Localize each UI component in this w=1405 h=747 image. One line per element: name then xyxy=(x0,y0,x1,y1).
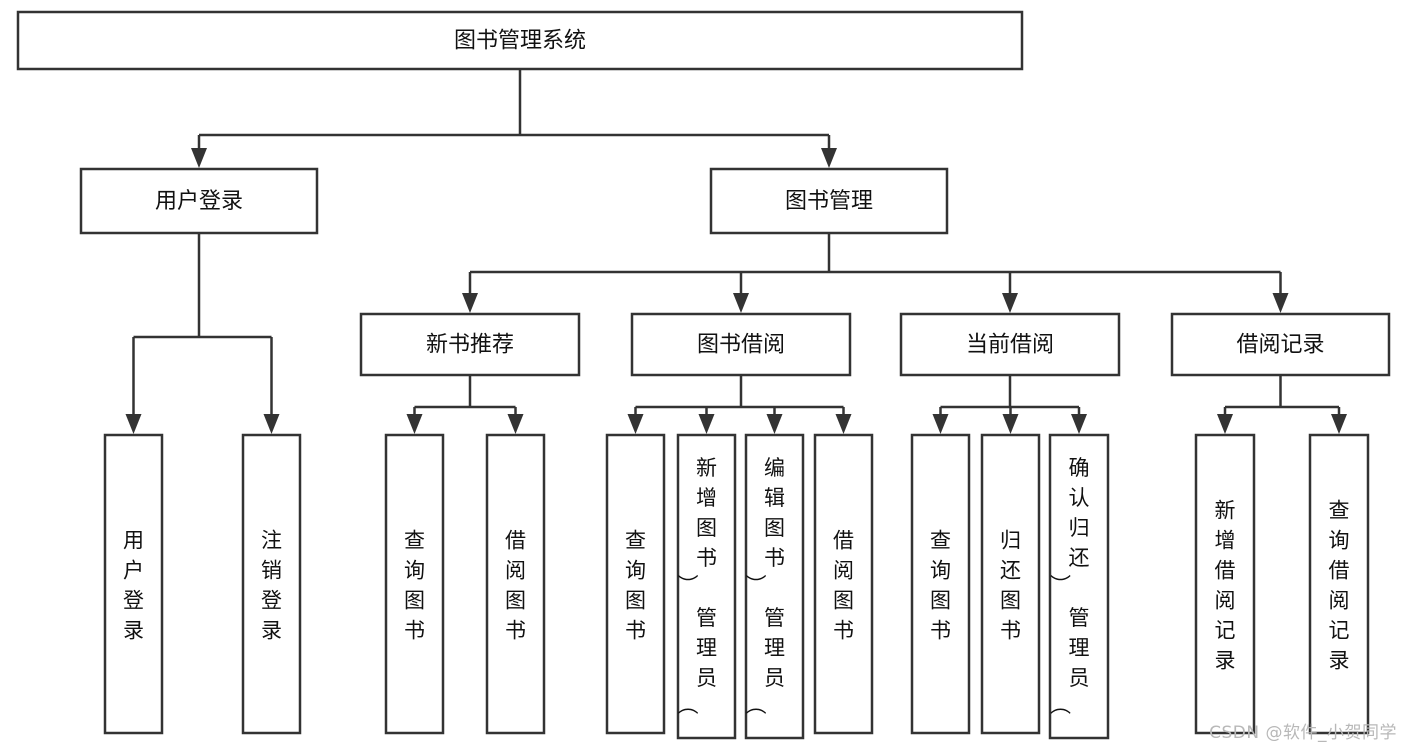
node-box xyxy=(910,433,971,735)
arrowhead-icon xyxy=(1071,414,1087,434)
node-label: 查询借阅记录 xyxy=(1329,498,1350,672)
node-box xyxy=(1170,312,1391,377)
arrowhead-icon xyxy=(1331,414,1347,434)
connector-group-book-manage xyxy=(462,233,1289,313)
connector-group-current-borrow xyxy=(932,375,1087,434)
node-box xyxy=(1048,433,1110,740)
node-leaf-logout[interactable]: 注销登录 xyxy=(241,433,302,735)
node-leaf-query-book-2[interactable]: 查询图书 xyxy=(605,433,666,735)
node-label: 借阅图书 xyxy=(833,528,854,642)
node-book-manage[interactable]: 图书管理 xyxy=(709,167,949,235)
node-leaf-return-book[interactable]: 归还图书 xyxy=(980,433,1041,735)
node-box xyxy=(813,433,874,735)
node-root[interactable]: 图书管理系统 xyxy=(16,10,1024,71)
node-label: 查询图书 xyxy=(625,528,646,642)
node-layer: 图书管理系统用户登录图书管理新书推荐图书借阅当前借阅借阅记录用户登录注销登录查询… xyxy=(16,10,1391,740)
node-label: 查询图书 xyxy=(930,528,951,642)
node-user-login[interactable]: 用户登录 xyxy=(79,167,319,235)
node-leaf-borrow-book-2[interactable]: 借阅图书 xyxy=(813,433,874,735)
node-label: 图书借阅 xyxy=(697,333,785,358)
connector-group-book-borrow xyxy=(627,375,852,434)
arrowhead-icon xyxy=(627,414,644,434)
node-box xyxy=(241,433,302,735)
arrowhead-icon xyxy=(125,414,142,434)
node-box xyxy=(384,433,445,735)
node-box xyxy=(103,433,164,735)
arrowhead-icon xyxy=(1002,414,1019,434)
node-leaf-query-book-3[interactable]: 查询图书 xyxy=(910,433,971,735)
connector-group-borrow-record xyxy=(1217,375,1347,434)
node-label: 借阅图书 xyxy=(505,528,526,642)
node-box xyxy=(744,433,805,740)
node-label: 新增借阅记录 xyxy=(1215,498,1236,672)
node-box xyxy=(709,167,949,235)
node-leaf-user-login[interactable]: 用户登录 xyxy=(103,433,164,735)
arrowhead-icon xyxy=(1272,293,1289,313)
arrowhead-icon xyxy=(1002,293,1018,313)
arrowhead-icon xyxy=(733,293,749,313)
arrowhead-icon xyxy=(766,414,783,434)
node-label: 注销登录 xyxy=(261,528,282,642)
node-leaf-query-record[interactable]: 查询借阅记录 xyxy=(1308,433,1370,735)
arrowhead-icon xyxy=(932,414,949,434)
connector-group-user-login xyxy=(125,233,280,434)
node-current-borrow[interactable]: 当前借阅 xyxy=(899,312,1121,377)
node-box xyxy=(899,312,1121,377)
node-leaf-add-book[interactable]: 新增图书（管理员） xyxy=(676,433,737,740)
node-box xyxy=(79,167,319,235)
node-box xyxy=(485,433,546,735)
node-borrow-record[interactable]: 借阅记录 xyxy=(1170,312,1391,377)
node-box xyxy=(1308,433,1370,735)
node-label: 用户登录 xyxy=(123,528,144,642)
node-label: 用户登录 xyxy=(155,189,243,214)
arrowhead-icon xyxy=(191,148,207,168)
node-leaf-confirm-return[interactable]: 确认归还（管理员） xyxy=(1048,433,1110,740)
node-label: 借阅记录 xyxy=(1236,333,1324,358)
node-box xyxy=(605,433,666,735)
node-box xyxy=(1194,433,1256,735)
node-box xyxy=(359,312,581,377)
connector-layer xyxy=(125,69,1347,434)
node-leaf-edit-book[interactable]: 编辑图书（管理员） xyxy=(744,433,805,740)
connector-group-new-book-rec xyxy=(406,375,524,434)
node-label: 当前借阅 xyxy=(966,333,1054,358)
node-label: 新书推荐 xyxy=(426,333,514,358)
arrowhead-icon xyxy=(263,414,280,434)
node-box xyxy=(630,312,852,377)
node-label: 归还图书 xyxy=(1000,528,1021,642)
node-label: 图书管理 xyxy=(785,189,873,214)
connector-group-root xyxy=(191,69,837,168)
arrowhead-icon xyxy=(1217,414,1233,434)
node-new-book-rec[interactable]: 新书推荐 xyxy=(359,312,581,377)
node-leaf-add-record[interactable]: 新增借阅记录 xyxy=(1194,433,1256,735)
csdn-watermark: CSDN @软件_小贺同学 xyxy=(1209,723,1397,743)
arrowhead-icon xyxy=(835,414,852,434)
arrowhead-icon xyxy=(462,293,478,313)
node-box xyxy=(980,433,1041,735)
arrowhead-icon xyxy=(507,414,524,434)
node-label: 确认归还（管理员） xyxy=(1050,456,1090,715)
node-box xyxy=(676,433,737,740)
node-label: 图书管理系统 xyxy=(454,29,586,54)
node-leaf-query-book-1[interactable]: 查询图书 xyxy=(384,433,445,735)
node-box xyxy=(16,10,1024,71)
node-label: 编辑图书（管理员） xyxy=(745,456,785,715)
arrowhead-icon xyxy=(698,414,715,434)
arrowhead-icon xyxy=(821,148,837,168)
node-leaf-borrow-book-1[interactable]: 借阅图书 xyxy=(485,433,546,735)
node-label: 新增图书（管理员） xyxy=(677,456,717,715)
node-label: 查询图书 xyxy=(404,528,425,642)
node-book-borrow[interactable]: 图书借阅 xyxy=(630,312,852,377)
arrowhead-icon xyxy=(406,414,423,434)
